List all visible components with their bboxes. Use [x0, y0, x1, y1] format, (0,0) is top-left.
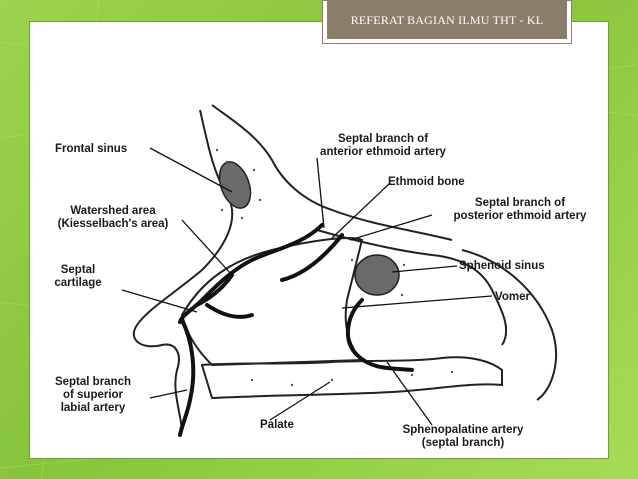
label-line: Septal branch	[54, 376, 132, 388]
posterior-ethmoid-artery	[280, 233, 344, 282]
label-line: posterior ethmoid artery	[453, 210, 587, 222]
anterior-ethmoid-artery	[200, 223, 324, 302]
label-sphenoid-sinus: Sphenoid sinus	[459, 260, 545, 272]
label-line: anterior ethmoid artery	[320, 146, 446, 158]
label-watershed-area: Watershed area (Kiesselbach's area)	[38, 205, 188, 231]
label-septal-cartilage: Septal cartilage	[42, 264, 114, 290]
arteries	[178, 223, 414, 437]
label-line: of superior	[62, 389, 124, 401]
label-line: Watershed area	[70, 205, 156, 217]
nose-outline	[132, 109, 234, 431]
label-line: cartilage	[54, 277, 102, 289]
label-line: (septal branch)	[421, 437, 505, 449]
title-tab: REFERAT BAGIAN ILMU THT - KL	[322, 0, 572, 44]
label-vomer: Vomer	[495, 291, 530, 303]
label-line: Sphenopalatine artery	[402, 424, 524, 436]
label-line: labial artery	[60, 402, 126, 414]
label-septal-anterior-ethmoid: Septal branch of anterior ethmoid artery	[298, 133, 468, 159]
slide-title: REFERAT BAGIAN ILMU THT - KL	[327, 1, 567, 39]
label-line: Septal branch of	[337, 133, 429, 145]
frontal-bone-outline	[211, 104, 453, 241]
pharynx-outline	[461, 249, 558, 401]
skull-base	[316, 229, 508, 346]
label-sphenopalatine-artery: Sphenopalatine artery (septal branch)	[378, 424, 548, 450]
label-palate: Palate	[260, 419, 294, 431]
label-line: Septal branch of	[474, 197, 566, 209]
bone-stipple	[215, 148, 454, 387]
kiesselbach-plexus	[178, 273, 254, 324]
label-line: Septal	[60, 264, 96, 276]
nasal-septum-diagram	[121, 104, 558, 437]
leader-lines	[121, 147, 493, 426]
label-septal-superior-labial: Septal branch of superior labial artery	[38, 376, 148, 415]
label-septal-posterior-ethmoid: Septal branch of posterior ethmoid arter…	[430, 197, 610, 223]
label-frontal-sinus: Frontal sinus	[55, 143, 128, 155]
label-ethmoid-bone: Ethmoid bone	[388, 176, 465, 188]
septum-outline	[180, 237, 365, 367]
sphenopalatine-artery	[345, 298, 414, 372]
label-line: (Kiesselbach's area)	[57, 218, 169, 230]
superior-labial-artery	[178, 318, 196, 437]
palate-outline	[200, 356, 503, 400]
sphenoid-sinus-shape	[354, 254, 400, 296]
